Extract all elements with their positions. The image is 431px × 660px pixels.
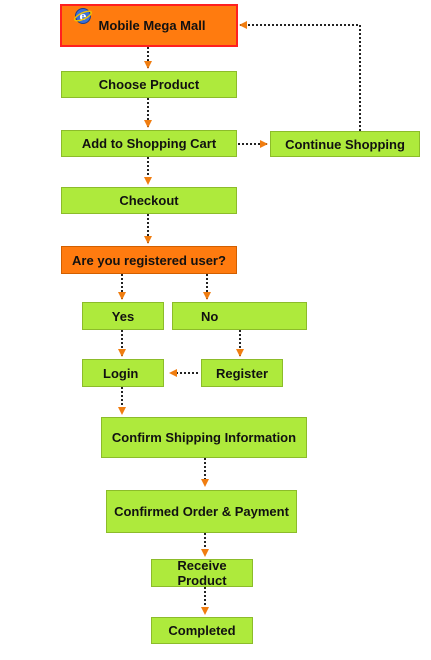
node-label: Receive Product: [177, 558, 227, 588]
node-completed: Completed: [151, 617, 253, 644]
node-label: Confirmed Order & Payment: [114, 504, 289, 519]
node-receive-product: Receive Product: [151, 558, 253, 588]
node-label: No: [201, 308, 219, 324]
browser-logo-icon: e: [74, 8, 92, 24]
node-checkout: Checkout: [61, 187, 237, 214]
node-login: Login: [82, 359, 164, 387]
node-confirmed-order-payment: Confirmed Order & Payment: [106, 490, 297, 533]
node-yes: Yes: [82, 302, 164, 330]
node-label: Yes: [111, 308, 135, 324]
node-label: Continue Shopping: [285, 136, 405, 152]
svg-text:e: e: [80, 10, 87, 23]
node-continue-shopping: Continue Shopping: [270, 131, 420, 157]
node-label: Completed: [168, 623, 236, 638]
node-mobile-mega-mall: Mobile Mega Mall: [60, 4, 238, 47]
node-confirm-shipping: Confirm Shipping Information: [101, 417, 307, 458]
node-no: No: [172, 302, 307, 330]
node-label: Confirm Shipping Information: [111, 430, 297, 445]
node-label: Add to Shopping Cart: [81, 136, 217, 151]
node-label: Register: [215, 365, 269, 381]
node-label: Choose Product: [98, 77, 200, 92]
arrow-continue-start: [239, 21, 361, 131]
node-label: Login: [103, 365, 139, 381]
node-label: Are you registered user?: [72, 252, 226, 268]
node-label: Checkout: [119, 193, 179, 208]
node-add-to-shopping-cart: Add to Shopping Cart: [61, 130, 237, 157]
node-register: Register: [201, 359, 283, 387]
node-label: Mobile Mega Mall: [98, 18, 206, 33]
node-registered-decision: Are you registered user?: [61, 246, 237, 274]
node-choose-product: Choose Product: [61, 71, 237, 98]
